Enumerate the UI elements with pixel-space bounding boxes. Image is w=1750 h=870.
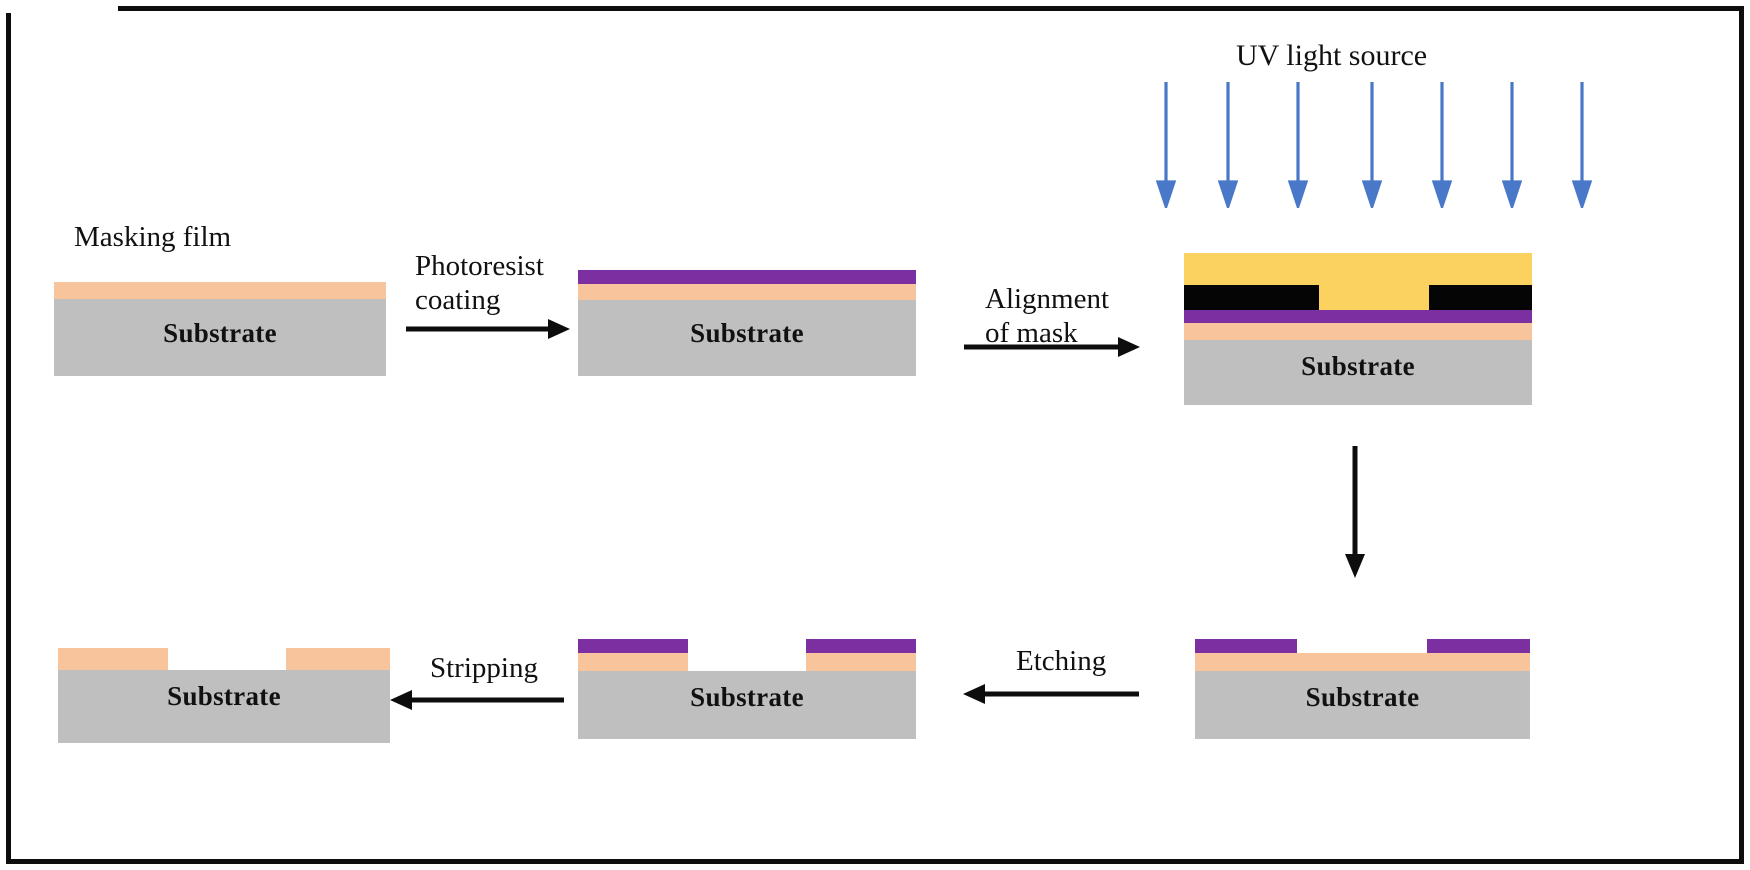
- substrate-label: Substrate: [690, 318, 804, 348]
- caption-alignment-of-mask: Alignment of mask: [985, 283, 1110, 350]
- substrate-label: Substrate: [163, 318, 277, 348]
- masking-film-layer: [1195, 653, 1530, 671]
- substrate-label: Substrate: [167, 681, 281, 711]
- arrow-photoresist-coating: [406, 319, 570, 339]
- substrate-layer: [578, 671, 916, 739]
- substrate-label: Substrate: [1305, 682, 1420, 712]
- frame-notch: [6, 6, 118, 13]
- caption-stripping: Stripping: [430, 652, 538, 684]
- photoresist-island-left: [578, 639, 688, 653]
- step-6-stripped: Substrate: [58, 648, 390, 743]
- substrate-layer: [1184, 340, 1532, 405]
- photoresist-layer: [578, 270, 916, 284]
- substrate-label: Substrate: [1301, 351, 1415, 381]
- step-5-etched: Substrate: [578, 639, 916, 739]
- step-4-developed: Substrate: [1195, 639, 1530, 739]
- uv-light-source-label: UV light source: [1236, 39, 1428, 72]
- masking-film-label: Masking film: [74, 221, 232, 253]
- arrow-etching: [963, 684, 1139, 704]
- mask-opaque-block-left: [1184, 285, 1319, 310]
- photoresist-island-right: [1427, 639, 1530, 653]
- mask-plate-layer: [1184, 253, 1532, 285]
- substrate-label: Substrate: [690, 682, 804, 712]
- caption-etching: Etching: [1016, 645, 1107, 677]
- masking-film-layer: [1184, 323, 1532, 340]
- step-1-masking-film: Substrate: [54, 282, 386, 376]
- step-2-photoresist-coating: Substrate: [578, 270, 916, 376]
- arrow-alignment-of-mask: [964, 337, 1140, 357]
- step-3-mask-alignment-exposure: Substrate: [1184, 253, 1532, 405]
- substrate-layer: [1195, 671, 1530, 739]
- arrow-develop-down: [1345, 446, 1365, 578]
- photoresist-island-left: [1195, 639, 1297, 653]
- photoresist-island-right: [806, 639, 916, 653]
- masking-film-island-left: [578, 653, 688, 671]
- masking-film-island-right: [286, 648, 390, 670]
- mask-opaque-block-right: [1429, 285, 1532, 310]
- substrate-layer: [578, 300, 916, 376]
- masking-film-island-right: [806, 653, 916, 671]
- arrow-stripping: [390, 690, 564, 710]
- photoresist-layer: [1184, 310, 1532, 323]
- masking-film-layer: [54, 282, 386, 299]
- substrate-layer: [58, 670, 390, 743]
- masking-film-layer: [578, 284, 916, 300]
- substrate-layer: [54, 299, 386, 376]
- caption-photoresist-coating: Photoresist coating: [415, 250, 544, 317]
- uv-light-arrows: [1155, 82, 1593, 208]
- masking-film-island-left: [58, 648, 168, 670]
